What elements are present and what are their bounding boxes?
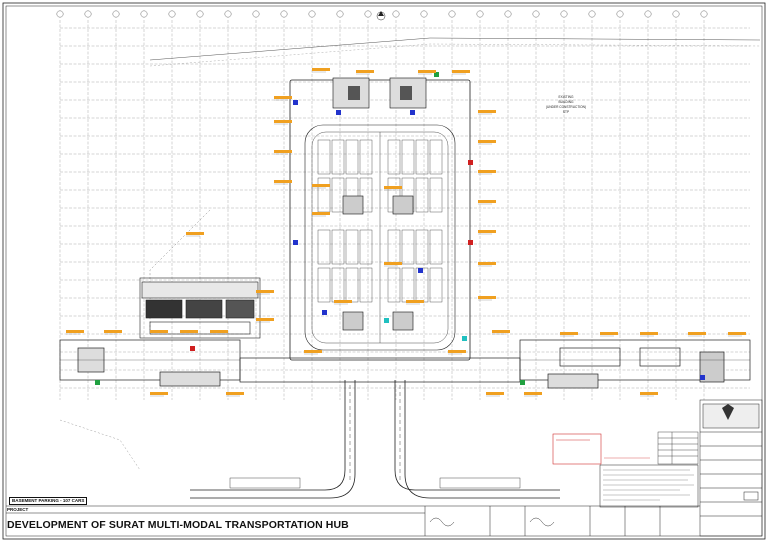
equipment-markers bbox=[95, 72, 705, 385]
grid-bubble bbox=[84, 10, 92, 18]
project-label: PROJECT bbox=[7, 507, 29, 512]
title-strip bbox=[6, 505, 700, 536]
concourse-band bbox=[59, 339, 751, 389]
title-block-right bbox=[699, 399, 763, 537]
basement-parking-label: BASEMENT PARKING - 107 CARS bbox=[9, 497, 88, 505]
grid-bubble bbox=[196, 10, 204, 18]
grid-bubble bbox=[476, 10, 484, 18]
svg-text:STP: STP bbox=[563, 110, 569, 114]
grid-bubble bbox=[616, 10, 624, 18]
grid-bubble bbox=[588, 10, 596, 18]
grid-bubbles bbox=[56, 10, 708, 18]
grid-bubble bbox=[504, 10, 512, 18]
grid-bubble bbox=[532, 10, 540, 18]
svg-text:(UNDER CONSTRUCTION): (UNDER CONSTRUCTION) bbox=[546, 105, 586, 109]
grid-bubble bbox=[392, 10, 400, 18]
grid-bubble bbox=[364, 10, 372, 18]
grid-bubble bbox=[644, 10, 652, 18]
existing-building-note: EXISTING BUILDING (UNDER CONSTRUCTION) S… bbox=[546, 95, 586, 114]
grid-bubble bbox=[448, 10, 456, 18]
grid-bubble bbox=[56, 10, 64, 18]
grid-bubble bbox=[336, 10, 344, 18]
grid-bubble bbox=[308, 10, 316, 18]
grid-bubble bbox=[224, 10, 232, 18]
general-notes bbox=[599, 464, 699, 508]
grid-bubble bbox=[252, 10, 260, 18]
basement-block bbox=[289, 79, 471, 361]
north-arrow-icon bbox=[376, 11, 386, 21]
grid-bubble bbox=[560, 10, 568, 18]
grid-bubble bbox=[280, 10, 288, 18]
grid-bubble bbox=[672, 10, 680, 18]
annotation-tags bbox=[66, 68, 746, 397]
site-boundary bbox=[149, 37, 761, 61]
svg-text:EXISTING: EXISTING bbox=[559, 95, 574, 99]
svg-text:BUILDING: BUILDING bbox=[558, 100, 574, 104]
grid-bubble bbox=[112, 10, 120, 18]
slope-line-2 bbox=[59, 419, 141, 471]
grid-bubble bbox=[168, 10, 176, 18]
red-note-box bbox=[552, 433, 602, 465]
parking-bays bbox=[317, 139, 443, 303]
ramps bbox=[190, 380, 560, 499]
project-title: DEVELOPMENT OF SURAT MULTI-MODAL TRANSPO… bbox=[7, 519, 349, 531]
sheet-inner-border bbox=[5, 5, 763, 537]
grid-bubble bbox=[140, 10, 148, 18]
grid-bubble bbox=[420, 10, 428, 18]
legend-table bbox=[657, 431, 699, 465]
site-boundary-hatch bbox=[149, 43, 761, 67]
stair-cores bbox=[332, 77, 427, 331]
grid-bubble bbox=[700, 10, 708, 18]
